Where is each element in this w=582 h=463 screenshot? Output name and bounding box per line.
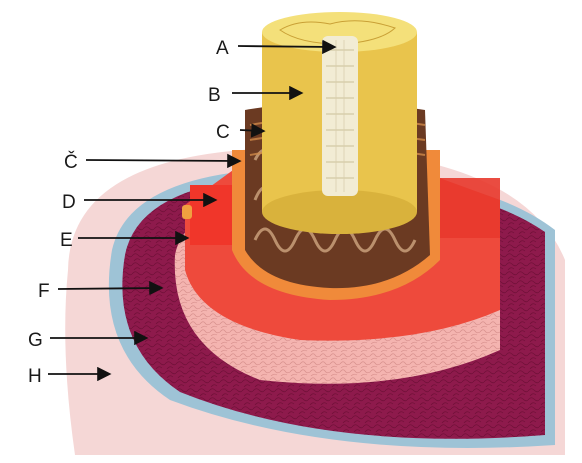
label-a: A [216,38,229,59]
label-h: H [28,366,42,387]
label-g: G [28,330,43,351]
arrow-c [240,130,262,131]
label-e: E [60,230,73,251]
label-b: B [208,85,221,106]
arrow-a [238,46,333,47]
layer-a-medulla [322,36,358,196]
label-c-caron: Č [64,151,78,173]
arrow-c-caron [86,160,238,161]
label-f: F [38,281,50,302]
arrow-f [58,288,160,289]
label-d: D [62,192,76,213]
label-c: C [216,122,230,143]
